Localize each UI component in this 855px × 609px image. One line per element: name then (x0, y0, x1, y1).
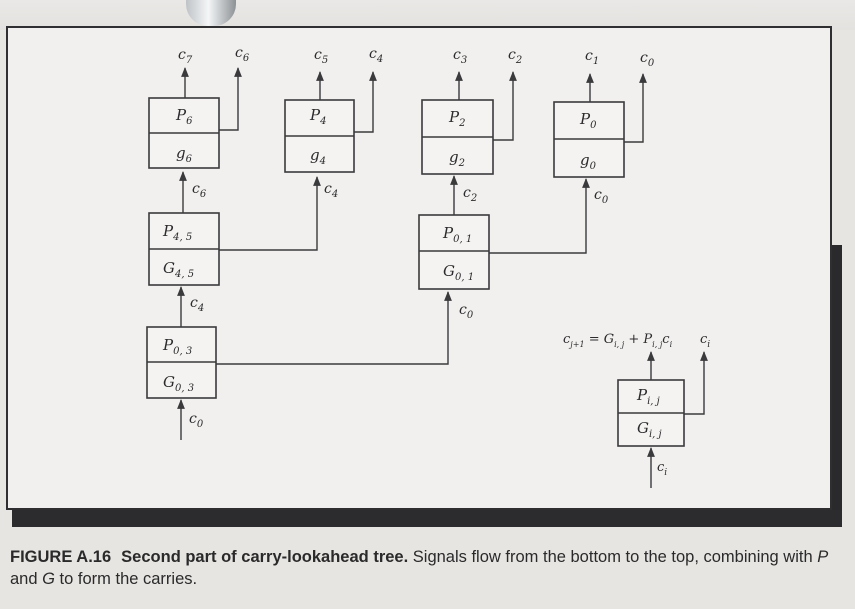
frame-shadow-bottom (12, 510, 842, 527)
block-label-p: P0, 1 (442, 224, 472, 245)
signal-c2: c2 (508, 47, 522, 66)
block-label-g: g2 (449, 148, 465, 169)
frame-shadow-right (832, 245, 842, 527)
block-p4g4: P4 g4 (284, 99, 355, 173)
signal-c5: c5 (314, 47, 328, 66)
caption-g-var: G (42, 570, 55, 588)
signal-c0-top: c0 (640, 50, 655, 69)
signal-c6: c6 (235, 45, 250, 64)
block-pij-legend: Pi, j Gi, j (617, 379, 685, 447)
block-label-g: G0, 3 (163, 373, 194, 394)
caption-text-3: to form the carries. (54, 570, 198, 588)
signal-c4-low: c4 (190, 295, 204, 314)
wire-c2 (493, 71, 517, 141)
intermediate-signal-labels: c6 c4 c2 c0 c4 c0 c0 (189, 181, 609, 430)
wires (177, 67, 708, 488)
block-label-g: g0 (580, 151, 597, 172)
wire-c4 (354, 71, 377, 133)
signal-c0-in: c0 (189, 411, 204, 430)
wire-c0-low (216, 291, 452, 365)
signal-ci-out: ci (700, 332, 710, 350)
figure-caption: FIGURE A.16 Second part of carry-lookahea… (10, 546, 845, 590)
block-p6g6: P6 g6 (148, 97, 220, 169)
caption-p-var: P (817, 548, 829, 566)
signal-c3: c3 (453, 47, 467, 66)
wire-c4-mid (219, 176, 321, 251)
signal-c6-mid: c6 (192, 181, 207, 200)
block-label-g: G0, 1 (443, 262, 474, 283)
block-p45: P4, 5 G4, 5 (148, 212, 220, 286)
signal-c0-low: c0 (459, 302, 474, 321)
wire-c6 (219, 67, 242, 131)
carry-lookahead-diagram: P6 g6 P4 g4 P2 g2 P0 g0 P4, 5 G4, 5 P0, … (146, 45, 710, 488)
block-p03: P0, 3 G0, 3 (146, 326, 217, 399)
block-label-p: P4 (309, 106, 326, 127)
block-label-p: P0 (579, 110, 597, 131)
signal-c2-mid: c2 (463, 185, 477, 204)
block-label-p: P2 (448, 108, 465, 129)
signal-c1: c1 (585, 48, 599, 67)
block-label-p: P0, 3 (162, 336, 192, 357)
signal-c4: c4 (369, 46, 383, 65)
block-label-g: g4 (310, 146, 326, 167)
block-label-g: g6 (176, 144, 193, 165)
signal-ci-in: ci (657, 460, 667, 478)
caption-text-1: Signals flow from the bottom to the top,… (408, 548, 818, 566)
wire-c0-mid (489, 178, 590, 254)
figure-number: FIGURE A.16 (10, 548, 112, 566)
block-label-g: Gi, j (637, 419, 662, 440)
block-label-p: Pi, j (636, 386, 660, 407)
caption-title: Second part of carry-lookahead tree. (121, 548, 409, 566)
wire-legend-out-right (684, 351, 708, 415)
photo-background (0, 0, 855, 30)
legend-equation: cj+1 = Gi, j + Pi, jci (563, 332, 673, 349)
block-label-g: G4, 5 (163, 259, 194, 280)
caption-text-2: and (10, 570, 43, 588)
legend-labels: cj+1 = Gi, j + Pi, jci ci ci (563, 332, 710, 478)
block-p01: P0, 1 G0, 1 (418, 214, 490, 290)
signal-c7: c7 (178, 47, 193, 66)
top-signal-labels: c7 c6 c5 c4 c3 c2 c1 c0 (178, 45, 655, 69)
block-label-p: P4, 5 (162, 222, 192, 243)
wire-c0-top (624, 73, 647, 143)
signal-c0-mid: c0 (594, 187, 609, 206)
block-p0g0: P0 g0 (553, 101, 625, 178)
signal-c4-mid: c4 (324, 181, 338, 200)
block-p2g2: P2 g2 (421, 99, 494, 175)
block-label-p: P6 (175, 106, 193, 127)
